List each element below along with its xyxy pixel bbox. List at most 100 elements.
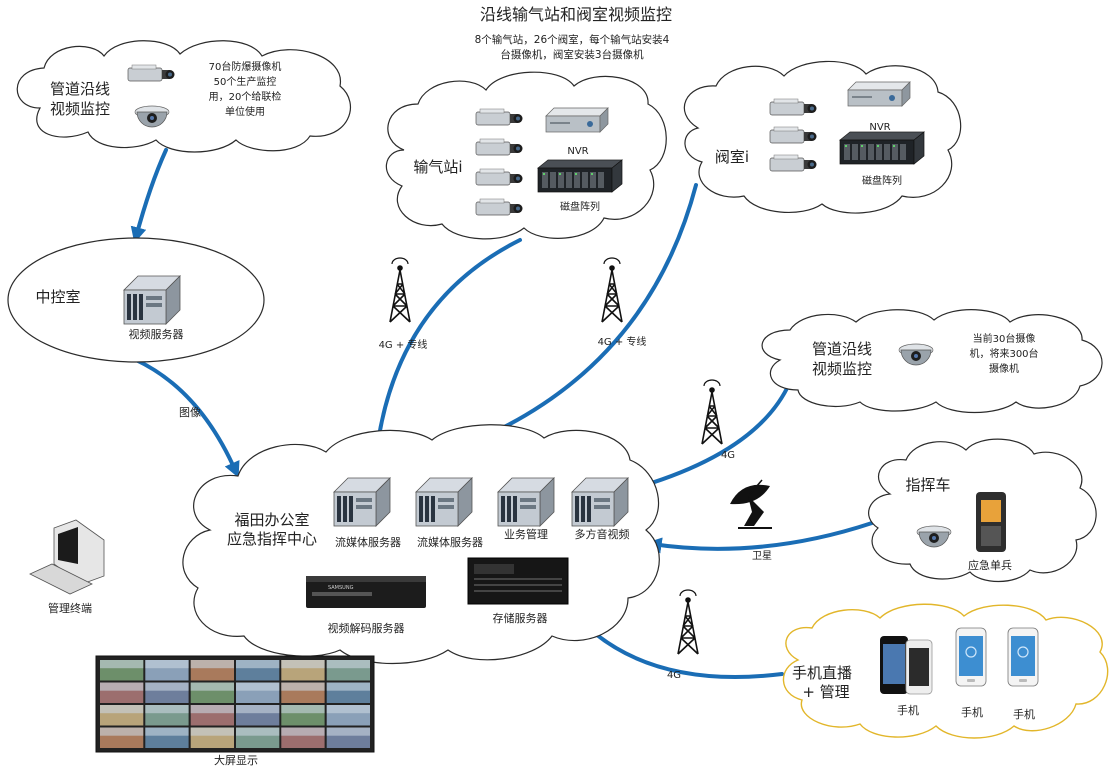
video-wall-tile-sky: [326, 660, 370, 669]
pipeline-top-desc-2: 50个生产监控: [214, 75, 277, 88]
video-decoder-icon: SAMSUNG: [306, 576, 426, 608]
station-nvr-label: NVR: [567, 146, 588, 157]
iphone-icon: [880, 636, 933, 695]
video-wall-tile-sky: [100, 705, 144, 714]
station-disk-array-label: 磁盘阵列: [560, 200, 600, 213]
video-wall-tile-sky: [236, 705, 280, 714]
phone-label-1: 手机: [897, 703, 919, 717]
video-wall-tile-sky: [326, 682, 370, 691]
video-server-label: 视频服务器: [129, 327, 184, 341]
pipeline-right-title-line2: 视频监控: [812, 360, 872, 378]
valve-disk-array-icon: [839, 131, 925, 165]
video-wall-tile-sky: [190, 705, 234, 714]
video-server-icon: [123, 275, 181, 325]
smartphone-3-icon: [1007, 627, 1039, 687]
business-management-server-icon: [497, 477, 555, 527]
valve-disk-array-label: 磁盘阵列: [862, 174, 902, 187]
arrow-valve-to-center: [480, 183, 698, 440]
video-wall-tile-sky: [100, 682, 144, 691]
video-wall-tile-sky: [281, 705, 325, 714]
big-screen-display: 大屏显示: [95, 655, 375, 767]
pipeline-right-desc-2: 机，将来300台: [969, 347, 1038, 360]
arrow-station-to-center: [371, 238, 522, 449]
arrow-vehicle-to-center: [645, 521, 874, 554]
video-wall-tile-sky: [190, 660, 234, 669]
video-wall-tile-sky: [326, 727, 370, 736]
wireless-links: 4G + 专线 4G + 专线 4G 4G 图像 卫星: [179, 257, 772, 681]
video-wall-tile-sky: [281, 727, 325, 736]
arrow-pipeline-right-to-center: [635, 380, 792, 491]
storage-server-icon: [467, 557, 569, 605]
video-wall-tile-sky: [100, 727, 144, 736]
phone-live-title-line2: + 管理: [802, 683, 849, 701]
valve-link-label: 4G + 专线: [598, 335, 647, 348]
valve-room-title: 阀室i: [715, 148, 749, 166]
center-title-line1: 福田办公室: [234, 511, 309, 529]
video-wall-tiles: [100, 660, 370, 748]
central-control-title: 中控室: [35, 288, 80, 306]
satellite-dish-icon: [730, 479, 772, 529]
cloud-pipeline-top: 管道沿线 视频监控 70台防爆摄像机 50个生产监控 用，20个给联检 单位使用: [16, 40, 351, 153]
pipeline-right-title-line1: 管道沿线: [812, 340, 872, 358]
command-vehicle-title: 指挥车: [905, 476, 950, 494]
management-terminal: 管理终端: [29, 519, 105, 615]
pipeline-top-title-line1: 管道沿线: [50, 80, 110, 98]
streaming-server-1-label: 流媒体服务器: [335, 535, 401, 549]
diagram-subtitle-line2: 台摄像机，阀室安装3台摄像机: [500, 48, 644, 61]
video-wall-tile-sky: [100, 660, 144, 669]
arrow-control-to-center: [134, 358, 240, 478]
pipeline-top-desc-4: 单位使用: [225, 105, 265, 118]
cloud-valve-room: 阀室i NVR 磁盘阵列: [683, 60, 962, 214]
valve-tower-icon: [601, 257, 623, 323]
phone-4g-label: 4G: [667, 670, 681, 681]
streaming-server-2-icon: [415, 477, 473, 527]
cloud-command-vehicle: 指挥车 应急单兵: [868, 438, 1097, 582]
video-wall-tile-sky: [190, 727, 234, 736]
station-nvr-icon: [545, 107, 609, 133]
header: 沿线输气站和阀室视频监控 8个输气站，26个阀室，每个输气站安装4 台摄像机，阀…: [475, 5, 672, 61]
flow-arrows: [130, 148, 874, 679]
cloud-pipeline-right: 管道沿线 视频监控 当前30台摄像 机，将来300台 摄像机: [761, 309, 1103, 414]
image-link-label: 图像: [179, 406, 201, 419]
gas-station-title: 输气站i: [413, 158, 462, 176]
phone-4g-tower-icon: [677, 589, 699, 655]
phone-label-2: 手机: [961, 705, 983, 719]
video-wall-tile-sky: [190, 682, 234, 691]
pipeline-right-desc-3: 摄像机: [989, 362, 1019, 375]
right-4g-tower-icon: [701, 379, 723, 445]
satellite-label: 卫星: [752, 550, 772, 562]
phone-live-title-line1: 手机直播: [792, 664, 852, 682]
terminal-label: 管理终端: [48, 601, 92, 615]
pipeline-top-desc-1: 70台防爆摄像机: [209, 60, 282, 73]
valve-nvr-label: NVR: [869, 122, 890, 133]
video-wall-tile-sky: [145, 682, 189, 691]
cloud-phone-live: 手机直播 + 管理 手机 手机 手机: [782, 603, 1109, 739]
streaming-server-1-icon: [333, 477, 391, 527]
decoder-brand-text: SAMSUNG: [328, 585, 354, 591]
right-4g-label: 4G: [721, 450, 735, 461]
video-wall-tile-sky: [145, 727, 189, 736]
video-decoder-label: 视频解码服务器: [328, 621, 405, 635]
valve-nvr-icon: [847, 81, 911, 107]
video-wall-tile-sky: [236, 727, 280, 736]
video-wall-tile-sky: [236, 682, 280, 691]
emergency-soldier-label: 应急单兵: [968, 558, 1012, 572]
diagram-subtitle-line1: 8个输气站，26个阀室，每个输气站安装4: [475, 33, 670, 46]
smartphone-2-icon: [955, 627, 987, 687]
video-wall-tile-sky: [145, 705, 189, 714]
arrow-pipeline-to-control: [130, 148, 168, 244]
video-wall-tile-sky: [145, 660, 189, 669]
center-title-line2: 应急指挥中心: [227, 530, 317, 548]
video-wall-tile-sky: [236, 660, 280, 669]
pipeline-top-desc-3: 用，20个给联检: [209, 90, 282, 103]
station-link-label: 4G + 专线: [379, 338, 428, 351]
pipeline-right-desc-1: 当前30台摄像: [973, 332, 1036, 345]
storage-server-label: 存储服务器: [493, 611, 548, 625]
diagram-title: 沿线输气站和阀室视频监控: [480, 5, 672, 24]
video-wall-tile-sky: [281, 660, 325, 669]
cloud-gas-station: 输气站i NVR 磁盘阵列: [385, 71, 667, 240]
emergency-handheld-icon: [976, 492, 1006, 552]
computer-icon: [29, 519, 105, 595]
multiparty-av-label: 多方音视频: [575, 527, 630, 541]
